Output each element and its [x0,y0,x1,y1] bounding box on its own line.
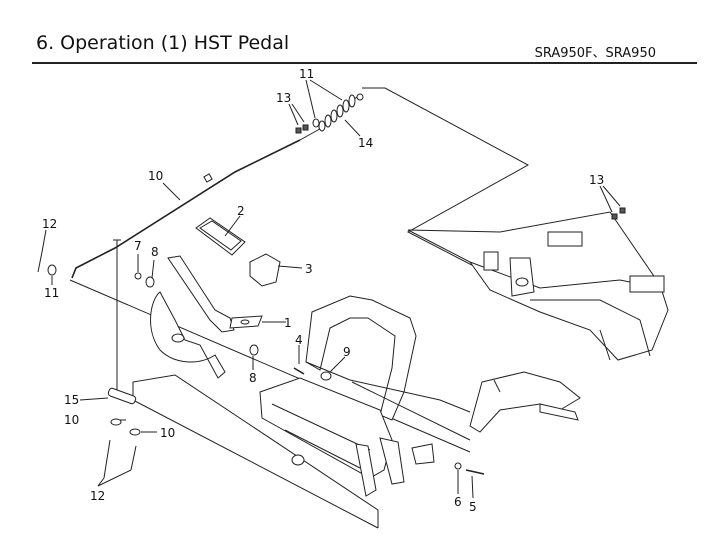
callout-12-top: 12 [42,217,57,231]
pedal-pad [195,217,246,256]
callout-1: 1 [284,316,292,330]
callout-8-upper: 8 [151,245,159,259]
callout-13-right: 13 [589,173,604,187]
callout-8-lower: 8 [249,371,257,385]
bolt-and-washer [454,462,485,475]
callout-2: 2 [237,204,245,218]
callout-11-top: 11 [299,67,314,81]
callout-10-rod: 10 [148,169,163,183]
callout-7: 7 [134,239,142,253]
header-divider [32,62,697,64]
return-spring [295,93,364,134]
pedal-arm [150,255,263,379]
callout-4: 4 [295,333,303,347]
assembly-frame-outline-bottom [132,374,379,529]
callout-5: 5 [469,500,477,514]
pedal-rod [71,129,319,398]
leader-lines [41,79,621,499]
pedal-cover [249,253,281,287]
right-frame [407,207,669,361]
main-frame [259,295,581,497]
model-numbers: SRA950F、SRA950 [534,46,656,61]
callout-9: 9 [343,345,351,359]
callout-15: 15 [64,393,79,407]
lower-link-parts [37,251,141,479]
washer-nut-left [47,264,259,356]
shaft-and-bushing [293,367,332,381]
page-title: 6. Operation (1) HST Pedal [36,32,290,54]
pedal-axis-line [69,279,471,453]
assembly-frame-outline-top [362,87,530,291]
callout-11-left: 11 [44,286,59,300]
callout-6: 6 [454,495,462,509]
callout-12-bottom: 12 [90,489,105,503]
callout-10-left: 10 [64,413,79,427]
callout-13-top: 13 [276,91,291,105]
callout-14: 14 [358,136,373,150]
callout-labels: 1 2 3 4 5 6 7 8 8 9 10 10 10 11 11 12 12… [42,67,604,514]
callout-3: 3 [305,262,313,276]
callout-10-right: 10 [160,426,175,440]
